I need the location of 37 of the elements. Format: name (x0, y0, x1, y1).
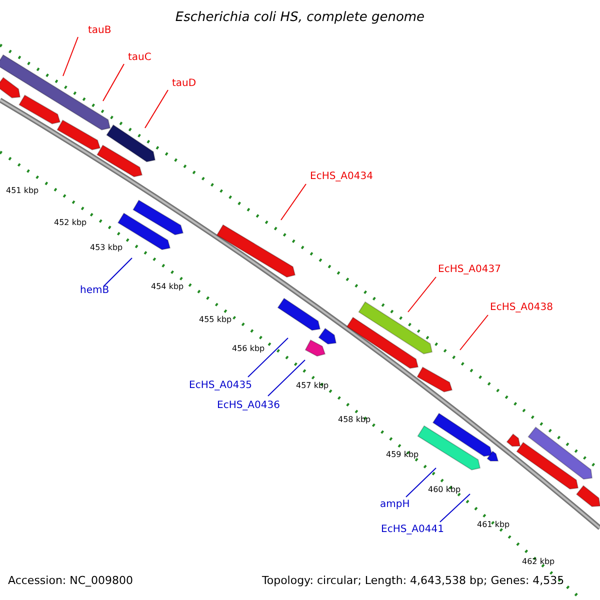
position-label: 454 kbp (151, 282, 184, 292)
position-label: 451 kbp (6, 186, 39, 196)
gene-name: EcHS_A0437 (438, 264, 501, 276)
position-label: 456 kbp (232, 344, 265, 354)
leader-line (408, 276, 436, 312)
gene-name: ampH (380, 499, 410, 511)
leader-line (460, 314, 488, 350)
gene-name: EcHS_A0436 (217, 400, 280, 412)
gene-name: EcHS_A0441 (381, 524, 444, 536)
accession-note: Accession: NC_009800 (8, 575, 134, 587)
leader-line (280, 184, 306, 220)
position-label: 460 kbp (428, 485, 461, 495)
genome-summary: Topology: circular; Length: 4,643,538 bp; Genes: 4,535 (262, 575, 564, 587)
leader-line (268, 360, 306, 396)
leader-line (104, 258, 132, 286)
position-label: 457 kbp (296, 381, 329, 391)
gene-name: tauC (128, 52, 152, 64)
title: Escherichia coli HS, complete genome (174, 10, 426, 25)
gene-name: hemB (80, 285, 110, 297)
leader-line (440, 494, 470, 522)
position-label: 453 kbp (90, 243, 123, 253)
gene-name: EcHS_A0435 (189, 380, 252, 392)
gene-name: EcHS_A0434 (310, 171, 373, 183)
gene-name: tauD (172, 78, 196, 90)
leader-line (406, 468, 436, 498)
gene-name: tauB (88, 25, 112, 37)
position-label: 461 kbp (477, 520, 510, 530)
leader-line (144, 90, 168, 128)
gene-name: EcHS_A0438 (490, 302, 553, 314)
position-label: 455 kbp (199, 315, 232, 325)
leader-line (248, 338, 288, 378)
position-label: 459 kbp (386, 450, 419, 460)
leader-line (62, 36, 78, 76)
leader-line (102, 64, 124, 102)
position-label: 452 kbp (54, 218, 87, 228)
position-label: 462 kbp (522, 557, 555, 567)
position-label: 458 kbp (338, 415, 371, 425)
